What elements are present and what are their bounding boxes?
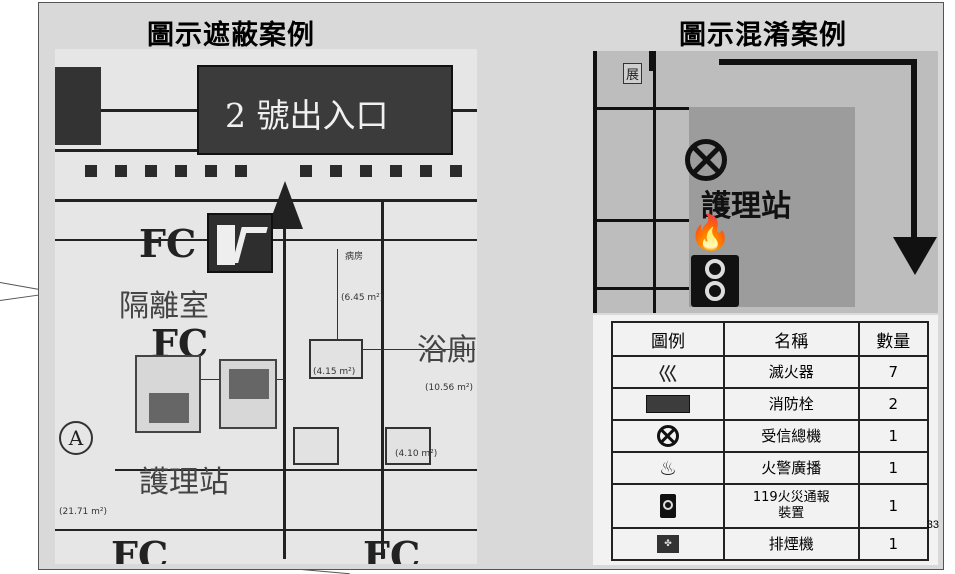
- exit-arrow-icon: [267, 181, 303, 229]
- hydrant-icon: ⼮: [658, 361, 679, 386]
- fc-label-bottom-right: FC: [363, 533, 421, 564]
- entrance-label: 2 號出入口: [225, 96, 389, 135]
- plan-wall: [453, 109, 477, 112]
- photo-wall: [593, 107, 689, 110]
- page-number: 33: [926, 519, 939, 531]
- arrow-down-icon: [893, 237, 937, 275]
- fire-icon: ♨: [659, 456, 677, 480]
- photo-wall: [593, 219, 689, 222]
- plan-wall: [315, 349, 475, 350]
- legend-table: 圖例 名稱 數量 ⼮ 滅火器 7 消防栓 2 受信總機 1 ♨ 火警廣播: [610, 321, 929, 561]
- legend-name: 火警廣播: [723, 451, 860, 485]
- circle-a-marker: A: [59, 421, 93, 455]
- control-panel-left: [135, 355, 201, 433]
- control-panel-right: [219, 359, 277, 429]
- legend-name: 受信總機: [723, 419, 860, 453]
- legend-icon-cell: ⼮: [610, 355, 726, 389]
- photo-wall: [593, 287, 689, 290]
- room-small-label: (4.15 m²): [313, 367, 356, 377]
- legend-icon-cell: ✤: [610, 527, 726, 561]
- plan-wall: [101, 109, 197, 112]
- plan-wall: [115, 469, 477, 471]
- fc-label-bottom-left: FC: [111, 533, 169, 564]
- legend-name-text: 119火災通報裝置: [752, 490, 830, 521]
- marker-row: [55, 165, 477, 181]
- room-small-label: 病房: [345, 252, 364, 262]
- legend-header: 數量: [857, 321, 929, 357]
- bathroom-label: 浴廁: [417, 333, 477, 368]
- x-circle-icon: [657, 425, 680, 447]
- fan-icon: ✤: [657, 535, 680, 554]
- plan-dark-block: [55, 67, 101, 145]
- legend-header: 圖例: [610, 321, 726, 357]
- legend-name: 滅火器: [723, 355, 860, 389]
- legend-header: 名稱: [723, 321, 860, 357]
- legend-row: 受信總機 1: [610, 419, 929, 453]
- legend-qty: 1: [857, 451, 929, 485]
- legend-qty: 1: [857, 527, 929, 561]
- decorative-line: [0, 282, 40, 290]
- floor-plan-photo: 2 號出入口 FC 隔離室 FC 浴廁 護理站 FC: [55, 49, 477, 564]
- legend-icon-cell: [610, 419, 726, 453]
- confusion-example-photo: 展 護理站 🔥: [593, 51, 938, 313]
- fc-label-upper: FC: [139, 221, 197, 266]
- legend-qty: 2: [857, 387, 929, 421]
- photo-wall: [593, 51, 597, 313]
- legend-row: ✤ 排煙機 1: [610, 527, 929, 561]
- entrance-sign: 2 號出入口: [197, 65, 453, 155]
- legend-name: 排煙機: [723, 527, 860, 561]
- legend-qty: 7: [857, 355, 929, 389]
- rect-icon: [646, 395, 691, 414]
- legend-icon-cell: ♨: [610, 451, 726, 485]
- emergency-exit-icon: [207, 213, 273, 273]
- fire-icon: 🔥: [689, 213, 732, 253]
- isolation-room-label: 隔離室: [119, 289, 209, 324]
- legend-name: 119火災通報裝置: [723, 483, 860, 529]
- plan-wall: [55, 199, 477, 202]
- right-title: 圖示混淆案例: [679, 20, 847, 51]
- room-block: [309, 339, 363, 379]
- legend-header-row: 圖例 名稱 數量: [610, 321, 929, 357]
- legend-qty: 1: [857, 419, 929, 453]
- slide: 圖示遮蔽案例 圖示混淆案例 2 號出入口 FC: [38, 2, 944, 570]
- plan-wall: [337, 249, 338, 359]
- left-title: 圖示遮蔽案例: [147, 20, 315, 51]
- legend-name: 消防栓: [723, 387, 860, 421]
- plan-wall: [145, 379, 285, 380]
- decorative-line: [0, 294, 40, 301]
- legend-panel: 圖例 名稱 數量 ⼮ 滅火器 7 消防栓 2 受信總機 1 ♨ 火警廣播: [593, 315, 938, 565]
- photo-wall: [911, 59, 917, 241]
- nurse-station-label: 護理站: [139, 465, 229, 500]
- room-small-label: (4.10 m²): [395, 449, 438, 459]
- plan-wall: [55, 529, 477, 531]
- room-block: [385, 427, 431, 465]
- photo-wall: [719, 59, 917, 65]
- corner-label: 展: [623, 63, 643, 84]
- legend-row: 消防栓 2: [610, 387, 929, 421]
- room-small-label: (6.45 m²): [341, 293, 384, 303]
- legend-qty: 1: [857, 483, 929, 529]
- legend-row: 119火災通報裝置 1: [610, 483, 929, 529]
- speaker-icon: [691, 255, 739, 307]
- photo-wall: [649, 51, 653, 71]
- legend-row: ♨ 火警廣播 1: [610, 451, 929, 485]
- legend-icon-cell: [610, 387, 726, 421]
- photo-wall: [653, 51, 656, 313]
- x-circle-icon: [685, 139, 727, 181]
- legend-row: ⼮ 滅火器 7: [610, 355, 929, 389]
- plan-wall: [381, 199, 384, 559]
- plan-wall: [55, 149, 197, 152]
- room-small-label: (21.71 m²): [59, 507, 108, 517]
- legend-icon-cell: [610, 483, 726, 529]
- photo-nurse-station-label: 護理站: [701, 189, 791, 224]
- room-block: [293, 427, 339, 465]
- speaker-icon: [660, 494, 677, 518]
- room-small-label: (10.56 m²): [425, 383, 474, 393]
